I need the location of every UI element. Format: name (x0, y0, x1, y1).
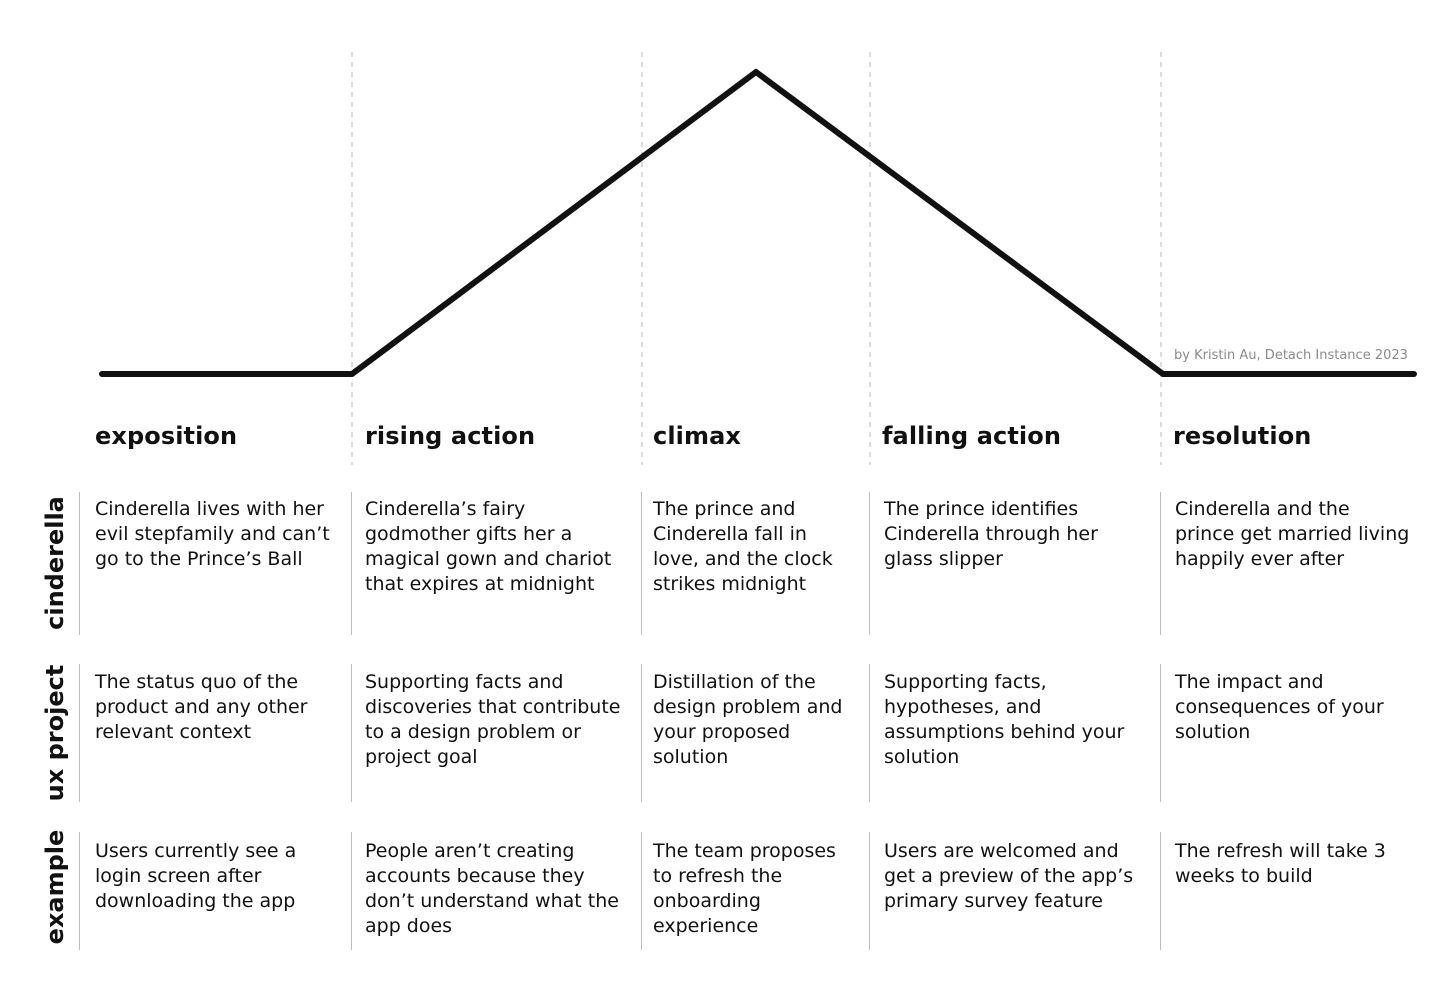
row-divider (869, 492, 870, 635)
row-divider (351, 664, 352, 802)
credit-text: by Kristin Au, Detach Instance 2023 (1174, 348, 1408, 363)
cell-example-rising-action: People aren’t creating accounts because … (365, 840, 619, 937)
cell-cinderella-resolution: Cinderella and the prince get married li… (1175, 498, 1410, 570)
row-divider (79, 492, 80, 635)
stage-label-resolution: resolution (1173, 422, 1312, 450)
cell-cinderella-rising-action: Cinderella’s fairy godmother gifts her a… (365, 498, 612, 595)
cell-cinderella-exposition: Cinderella lives with her evil stepfamil… (95, 498, 330, 570)
row-divider (79, 664, 80, 802)
cell-ux-project-falling-action: Supporting facts, hypotheses, and assump… (884, 671, 1125, 768)
row-divider (351, 492, 352, 635)
row-divider (351, 832, 352, 950)
cell-ux-project-rising-action: Supporting facts and discoveries that co… (365, 671, 621, 768)
row-divider (641, 664, 642, 802)
row-divider (641, 832, 642, 950)
cell-example-climax: The team proposes to refresh the onboard… (653, 840, 836, 937)
stage-label-rising-action: rising action (365, 422, 536, 450)
row-divider (1160, 492, 1161, 635)
row-divider (869, 664, 870, 802)
stage-label-climax: climax (653, 422, 741, 450)
cell-ux-project-climax: Distillation of the design problem and y… (653, 671, 843, 768)
row-divider (641, 492, 642, 635)
stage-label-falling-action: falling action (882, 422, 1062, 450)
row-divider (1160, 664, 1161, 802)
stage-label-exposition: exposition (95, 422, 238, 450)
row-divider (79, 832, 80, 950)
cell-ux-project-resolution: The impact and consequences of your solu… (1175, 671, 1384, 743)
cell-example-exposition: Users currently see a login screen after… (95, 840, 297, 912)
cell-example-falling-action: Users are welcomed and get a preview of … (884, 840, 1134, 912)
cell-example-resolution: The refresh will take 3 weeks to build (1175, 840, 1386, 887)
stage-dividers (351, 52, 1162, 465)
cell-cinderella-climax: The prince and Cinderella fall in love, … (653, 498, 833, 595)
cell-cinderella-falling-action: The prince identifies Cinderella through… (884, 498, 1098, 570)
row-divider (1160, 832, 1161, 950)
plot-line (99, 69, 1417, 377)
row-divider (869, 832, 870, 950)
row-label-cinderella: cinderella (41, 496, 69, 630)
cell-ux-project-exposition: The status quo of the product and any ot… (95, 671, 308, 743)
row-label-example: example (41, 829, 69, 945)
row-label-ux-project: ux project (41, 664, 69, 802)
